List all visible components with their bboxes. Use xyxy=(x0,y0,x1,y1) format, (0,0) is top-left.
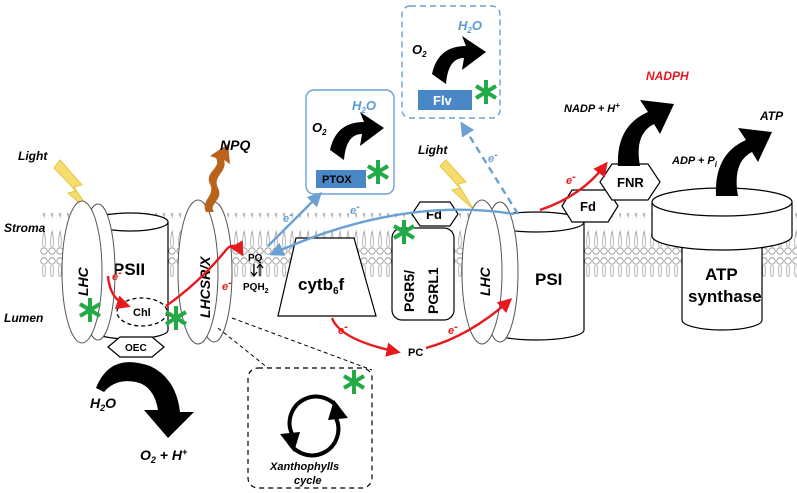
fnr-label: FNR xyxy=(617,175,644,190)
stroma-label: Stroma xyxy=(4,221,46,235)
xanthophylls-label: Xanthophylls xyxy=(269,461,339,473)
ptox-o2-label: O2 xyxy=(312,120,327,137)
flv-label: Flv xyxy=(433,93,453,108)
atp-synthase-complex xyxy=(651,187,793,331)
fd-label-psi: Fd xyxy=(580,199,596,214)
adp-label: ADP + Pi xyxy=(671,155,718,169)
pgrl1-label: PGRL1 xyxy=(425,267,441,314)
nadp-label: NADP + H+ xyxy=(564,101,620,115)
ptox-label: PTOX xyxy=(322,174,352,186)
curved-arrow-icon-atp xyxy=(715,128,772,196)
wavy-arrow-icon xyxy=(204,144,230,212)
nadph-label: NADPH xyxy=(646,69,689,83)
psii-label: PSII xyxy=(113,260,145,279)
chl-label: Chl xyxy=(133,307,151,319)
cycle-icon xyxy=(280,394,348,458)
e-label-8: e- xyxy=(488,149,498,165)
npq-label: NPQ xyxy=(220,137,250,153)
pq-down-arrow xyxy=(250,264,258,277)
e-label-5: e- xyxy=(566,171,576,187)
pq-label: PQ xyxy=(248,253,263,264)
oec-label: OEC xyxy=(125,343,147,354)
electron-arrow-psi-fd xyxy=(539,161,608,212)
e-label-3: e- xyxy=(338,321,348,337)
ptox-h2o-label: H2O xyxy=(352,98,376,115)
fd-hexagon-psi xyxy=(561,189,619,223)
light-label-psii: Light xyxy=(18,149,48,163)
xanthophyll-box xyxy=(247,367,373,489)
oxygen-products-label: O2 + H+ xyxy=(140,447,188,465)
lhcsr-label: LHCSR/X xyxy=(197,255,213,318)
asterisk-icon xyxy=(78,80,498,394)
lumen-label: Lumen xyxy=(4,311,43,325)
e-label-1: e- xyxy=(112,267,122,283)
curved-arrow-icon-flv xyxy=(432,36,486,84)
cytb6f-complex xyxy=(277,237,377,317)
alt-arrow-psi-pq xyxy=(269,208,515,256)
pgr5-label: PGR5/ xyxy=(401,270,417,312)
light-label-psi: Light xyxy=(418,143,448,157)
alt-arrow-psi-flv xyxy=(460,121,520,215)
curved-arrow-icon xyxy=(96,362,194,438)
e-label-6: e- xyxy=(283,209,293,225)
dashed-link-2 xyxy=(231,317,373,371)
oec-hexagon xyxy=(107,336,165,358)
cytb6f-label: cytb6f xyxy=(298,275,345,297)
ptox-enzyme-box xyxy=(316,170,366,188)
e-label-2: e- xyxy=(222,277,232,293)
flv-h2o-label: H2O xyxy=(458,18,482,35)
electron-arrow-psii-pq xyxy=(165,240,244,307)
atp-synthase-label-2: synthase xyxy=(688,287,762,306)
lhc-psi-front xyxy=(461,199,503,345)
electron-arrow-lhc-psii xyxy=(106,275,131,310)
curved-arrow-icon-fnr xyxy=(617,100,674,166)
fnr-hexagon xyxy=(599,163,661,201)
fd-hexagon-pgr xyxy=(411,201,459,227)
electron-arrow-pc-psi xyxy=(425,298,513,350)
flv-o2-label: O2 xyxy=(412,42,427,59)
lhc-psii-label: LHC xyxy=(75,266,91,296)
atp-product-label: ATP xyxy=(759,109,784,123)
lightning-icon-psi xyxy=(439,159,475,211)
e-label-4: e- xyxy=(448,321,458,337)
psi-label: PSI xyxy=(535,270,562,289)
atp-synthase-label-1: ATP xyxy=(705,265,738,284)
curved-arrow-icon-ptox xyxy=(330,112,384,160)
alt-arrow-pq-ptox xyxy=(267,191,323,247)
electron-arrow-cyt-pc xyxy=(330,317,401,357)
lhc-psi-label: LHC xyxy=(477,266,493,296)
pq-up-arrow xyxy=(256,263,264,276)
water-label: H2O xyxy=(90,395,116,413)
flv-enzyme-box xyxy=(418,90,472,110)
pc-label: PC xyxy=(408,347,423,359)
dashed-link-1 xyxy=(217,327,269,369)
lhcsr-ellipse-front xyxy=(177,199,219,345)
pgr5-pgrl1-complex xyxy=(391,227,455,321)
e-label-7: e- xyxy=(350,201,360,217)
pqh2-label: PQH2 xyxy=(243,282,269,295)
cycle-label: cycle xyxy=(294,475,322,487)
